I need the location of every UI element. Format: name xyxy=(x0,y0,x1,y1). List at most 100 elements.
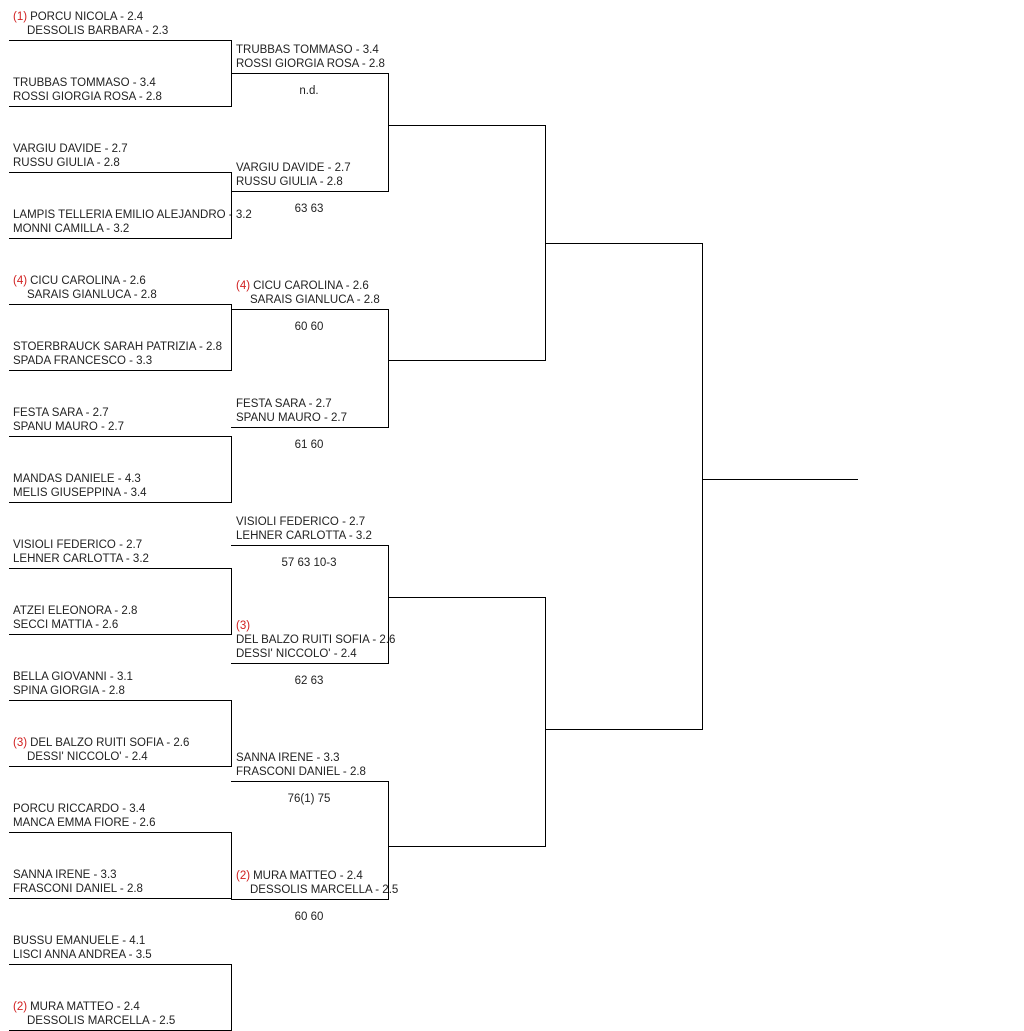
match-score: 76(1) 75 xyxy=(287,793,331,805)
player-name-text: VARGIU DAVIDE - 2.7 xyxy=(13,143,128,155)
round1-line xyxy=(9,40,232,41)
player-name: BELLA GIOVANNI - 3.1 xyxy=(13,670,133,684)
player-name: SPANU MAURO - 2.7 xyxy=(13,421,124,433)
player-name: DESSI' NICCOLO' - 2.4 xyxy=(27,751,148,763)
round1-connector xyxy=(231,700,232,767)
round4-connector xyxy=(702,243,703,730)
match-score: 60 60 xyxy=(294,321,324,333)
round1-connector xyxy=(231,832,232,899)
player-name-text: DEL BALZO RUITI SOFIA - 2.6 xyxy=(30,737,190,749)
player-name: ROSSI GIORGIA ROSA - 2.8 xyxy=(236,58,385,70)
round3-line xyxy=(388,360,546,361)
round2-line xyxy=(231,663,389,664)
seed-badge: (3) xyxy=(13,737,28,749)
round3-connector xyxy=(545,597,546,847)
match-score: n.d. xyxy=(299,85,319,97)
round2-line xyxy=(231,191,389,192)
player-name-text: PORCU NICOLA - 2.4 xyxy=(30,11,144,23)
player-name: DESSOLIS BARBARA - 2.3 xyxy=(27,25,169,37)
player-name-text: MURA MATTEO - 2.4 xyxy=(30,1001,140,1013)
player-name: SANNA IRENE - 3.3 xyxy=(236,751,366,765)
player-name: (3)DEL BALZO RUITI SOFIA - 2.6 xyxy=(13,736,189,750)
player-name-text: BELLA GIOVANNI - 3.1 xyxy=(13,671,133,683)
player-name-text: VARGIU DAVIDE - 2.7 xyxy=(236,162,351,174)
round1-line xyxy=(9,436,232,437)
round1-line xyxy=(9,898,232,899)
player-name-text: PORCU RICCARDO - 3.4 xyxy=(13,803,146,815)
round1-line xyxy=(9,634,232,635)
player-name: FESTA SARA - 2.7 xyxy=(13,406,124,420)
player-name-text: CICU CAROLINA - 2.6 xyxy=(30,275,146,287)
player-name-text: SANNA IRENE - 3.3 xyxy=(13,869,117,881)
round2-line xyxy=(231,545,389,546)
player-name: VARGIU DAVIDE - 2.7 xyxy=(13,142,128,156)
round2-line xyxy=(231,781,389,782)
round1-connector xyxy=(231,964,232,1031)
round1-line xyxy=(9,172,232,173)
round2-connector xyxy=(388,309,389,428)
round1-connector xyxy=(231,304,232,371)
round2-line xyxy=(231,73,389,74)
final-line xyxy=(702,479,858,480)
player-name: LAMPIS TELLERIA EMILIO ALEJANDRO - 3.2 xyxy=(13,208,252,222)
player-name: SPINA GIORGIA - 2.8 xyxy=(13,685,125,697)
player-name: RUSSU GIULIA - 2.8 xyxy=(13,157,120,169)
player-name: LISCI ANNA ANDREA - 3.5 xyxy=(13,949,152,961)
round1-line xyxy=(9,568,232,569)
player-name: ROSSI GIORGIA ROSA - 2.8 xyxy=(13,91,162,103)
round1-connector xyxy=(231,436,232,503)
player-name: LEHNER CARLOTTA - 3.2 xyxy=(236,530,372,542)
player-name: SARAIS GIANLUCA - 2.8 xyxy=(250,294,380,306)
player-name-text: FESTA SARA - 2.7 xyxy=(13,407,109,419)
player-name-text: DEL BALZO RUITI SOFIA - 2.6 xyxy=(236,634,396,646)
player-name: STOERBRAUCK SARAH PATRIZIA - 2.8 xyxy=(13,340,222,354)
round2-line xyxy=(231,427,389,428)
player-name: (4)CICU CAROLINA - 2.6 xyxy=(236,279,380,293)
player-name: PORCU RICCARDO - 3.4 xyxy=(13,802,156,816)
player-name-text: BUSSU EMANUELE - 4.1 xyxy=(13,935,146,947)
player-name-text: CICU CAROLINA - 2.6 xyxy=(253,280,369,292)
seed-badge: (2) xyxy=(236,870,251,882)
match-score: 61 60 xyxy=(294,439,324,451)
player-name-text: TRUBBAS TOMMASO - 3.4 xyxy=(13,77,156,89)
player-name: (2)MURA MATTEO - 2.4 xyxy=(236,869,398,883)
player-name-text: STOERBRAUCK SARAH PATRIZIA - 2.8 xyxy=(13,341,222,353)
match-score: 57 63 10-3 xyxy=(281,557,337,569)
player-name: MONNI CAMILLA - 3.2 xyxy=(13,223,130,235)
player-name-text: TRUBBAS TOMMASO - 3.4 xyxy=(236,44,379,56)
round1-line xyxy=(9,238,232,239)
round1-line xyxy=(9,502,232,503)
match-score: 63 63 xyxy=(294,203,324,215)
round3-line xyxy=(388,846,546,847)
player-name: DESSOLIS MARCELLA - 2.5 xyxy=(27,1015,176,1027)
player-name: DEL BALZO RUITI SOFIA - 2.6 xyxy=(236,633,395,647)
round1-line xyxy=(9,700,232,701)
round1-line xyxy=(9,106,232,107)
player-name: ATZEI ELEONORA - 2.8 xyxy=(13,604,137,618)
player-name: MELIS GIUSEPPINA - 3.4 xyxy=(13,487,147,499)
round2-connector xyxy=(388,545,389,664)
player-name: FESTA SARA - 2.7 xyxy=(236,397,347,411)
player-name: MANCA EMMA FIORE - 2.6 xyxy=(13,817,156,829)
round1-line xyxy=(9,964,232,965)
player-name: MANDAS DANIELE - 4.3 xyxy=(13,472,147,486)
player-name: TRUBBAS TOMMASO - 3.4 xyxy=(236,43,385,57)
player-name-text: MANDAS DANIELE - 4.3 xyxy=(13,473,141,485)
round2-line xyxy=(231,309,389,310)
player-name-text: ATZEI ELEONORA - 2.8 xyxy=(13,605,138,617)
player-name: SPANU MAURO - 2.7 xyxy=(236,412,347,424)
player-name-text: SANNA IRENE - 3.3 xyxy=(236,752,340,764)
player-name: DESSI' NICCOLO' - 2.4 xyxy=(236,648,357,660)
